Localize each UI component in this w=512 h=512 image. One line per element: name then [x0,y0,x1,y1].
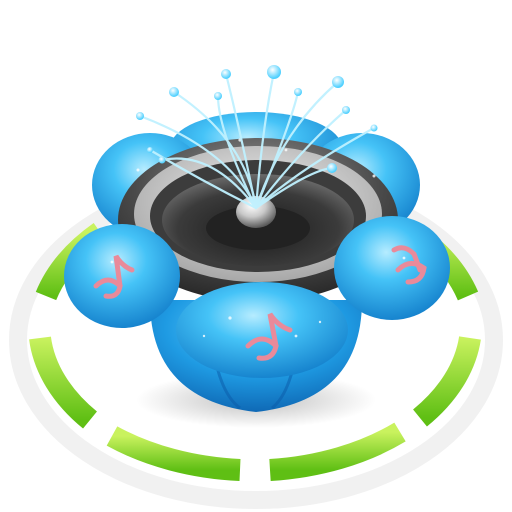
ring-segment [106,426,241,481]
music-note-icon [93,254,135,299]
petal [334,216,450,320]
ring-segment [29,336,98,429]
ring-icon [29,222,481,481]
petal [64,224,180,328]
ring-segment [412,335,481,427]
flower-icon [64,112,450,412]
music-note-icon [245,312,293,361]
fountain-drops [136,65,378,173]
ring-segment [269,422,406,481]
petal [176,282,348,378]
music-note-icon [391,245,427,285]
speaker-icon [118,138,398,302]
fountain-spray [138,70,376,210]
